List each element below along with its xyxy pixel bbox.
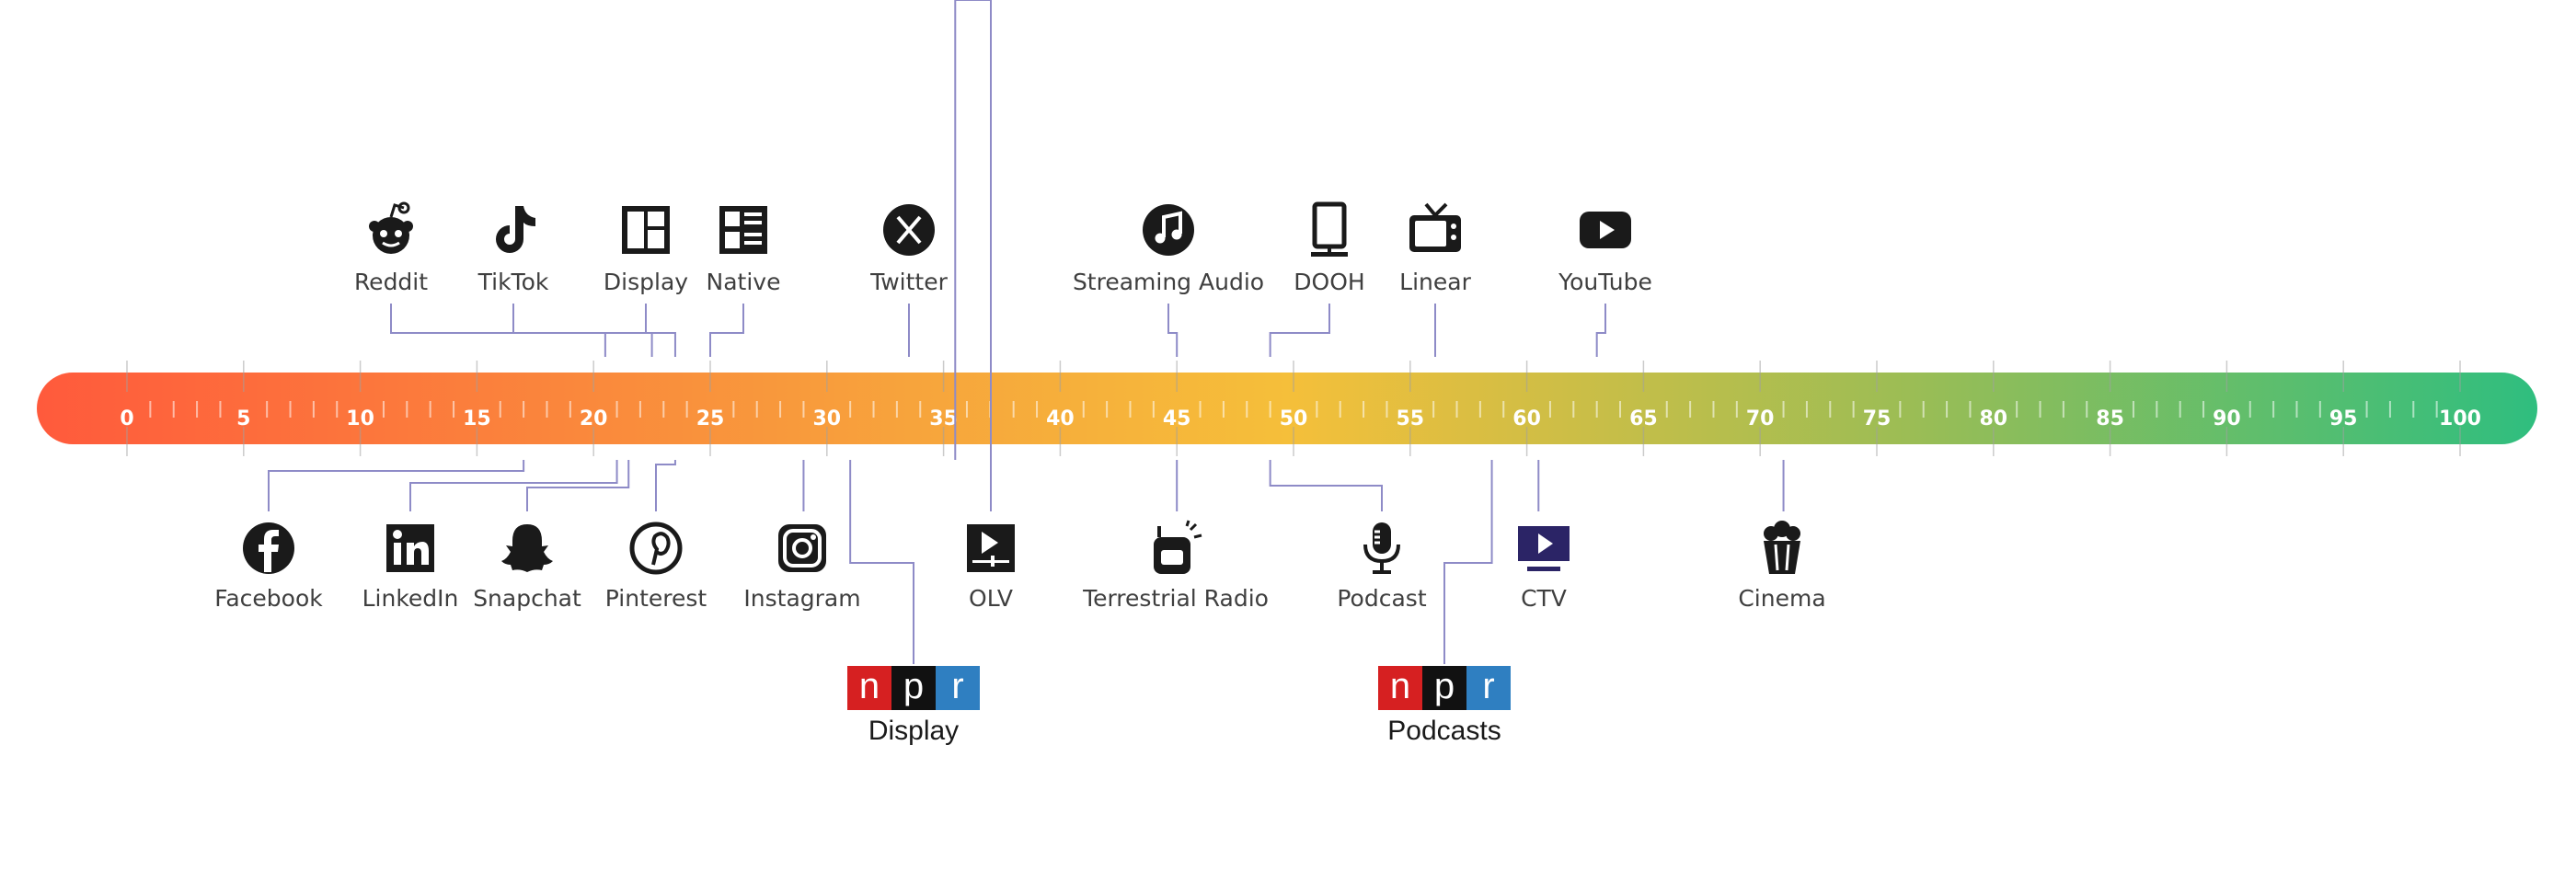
tick-label: 60 xyxy=(1512,407,1541,430)
channel-label-dooh: DOOH xyxy=(1294,269,1365,295)
tick-label: 75 xyxy=(1863,407,1892,430)
tick-label: 70 xyxy=(1746,407,1775,430)
channel-label-pinterest: Pinterest xyxy=(604,585,707,612)
tick-label: 35 xyxy=(929,407,958,430)
connector-display xyxy=(645,304,676,357)
tick-label: 50 xyxy=(1280,407,1308,430)
digital-billboard-icon xyxy=(1300,201,1359,259)
channel-label-snapchat: Snapchat xyxy=(473,585,581,612)
npr-logo-letter: r xyxy=(936,666,980,710)
connector-dooh xyxy=(1269,304,1330,357)
tick-label: 55 xyxy=(1396,407,1424,430)
channel-label-ctv: CTV xyxy=(1521,585,1567,612)
ctv-icon xyxy=(1514,519,1573,578)
channel-label-podcast: Podcast xyxy=(1337,585,1427,612)
channel-label-display: Display xyxy=(603,269,689,295)
connector-npr-display xyxy=(849,460,914,664)
popcorn-icon xyxy=(1753,519,1811,578)
pinterest-icon xyxy=(627,519,685,578)
tick-label: 65 xyxy=(1629,407,1658,430)
x-icon xyxy=(880,201,938,259)
tick-label: 5 xyxy=(236,407,250,430)
reddit-icon xyxy=(362,201,420,259)
tick-label: 45 xyxy=(1163,407,1191,430)
tick-label: 40 xyxy=(1046,407,1075,430)
facebook-icon xyxy=(239,519,298,578)
channel-label-youtube: YouTube xyxy=(1558,269,1652,295)
play-button-icon xyxy=(1576,201,1635,259)
channel-label-reddit: Reddit xyxy=(353,269,429,295)
tick-label: 95 xyxy=(2329,407,2358,430)
tick-label: 25 xyxy=(696,407,725,430)
channel-label-cinema: Cinema xyxy=(1738,585,1826,612)
connector-lines xyxy=(268,0,1785,664)
connector-reddit xyxy=(390,304,606,357)
channel-label-streaming-audio: Streaming Audio xyxy=(1072,269,1265,295)
snapchat-icon xyxy=(498,519,557,578)
npr-logo-letter: n xyxy=(1378,666,1422,710)
channel-label-linear: Linear xyxy=(1399,269,1471,295)
gradient-scale-bar xyxy=(37,373,2537,444)
connector-podcast xyxy=(1269,460,1383,511)
tick-label: 20 xyxy=(580,407,608,430)
connector-npr-podcasts xyxy=(1443,460,1493,664)
tv-icon xyxy=(1406,201,1465,259)
video-player-icon xyxy=(961,519,1020,578)
channel-label-linkedin: LinkedIn xyxy=(362,585,459,612)
channel-label-facebook: Facebook xyxy=(214,585,323,612)
tiktok-icon xyxy=(484,201,543,259)
microphone-icon xyxy=(1352,519,1411,578)
tick-label: 10 xyxy=(346,407,374,430)
connector-linkedin xyxy=(409,460,618,511)
tick-label: 85 xyxy=(2096,407,2124,430)
tick-label: 80 xyxy=(1979,407,2007,430)
connector-olv xyxy=(954,0,992,511)
channel-label-twitter: Twitter xyxy=(870,269,948,295)
npr-logo-letter: r xyxy=(1466,666,1511,710)
tick-label: 30 xyxy=(812,407,841,430)
channel-label-tiktok: TikTok xyxy=(477,269,549,295)
npr-caption-podcasts: Podcasts xyxy=(1387,716,1501,746)
connector-youtube xyxy=(1595,304,1606,357)
channel-label-instagram: Instagram xyxy=(743,585,861,612)
tick-label: 0 xyxy=(120,407,133,430)
native-icon xyxy=(714,201,773,259)
minor-ticks xyxy=(149,401,2438,418)
npr-logo-letter: n xyxy=(847,666,891,710)
channel-label-olv: OLV xyxy=(969,585,1013,612)
music-note-icon xyxy=(1139,201,1198,259)
tick-labels: 0 5 10 15 20 25 30 35 40 45 50 55 60 65 70 75 80 85 90 95 10… xyxy=(120,407,2481,430)
tick-label: 15 xyxy=(463,407,491,430)
connector-native xyxy=(709,304,744,357)
tick-label: 100 xyxy=(2439,407,2481,430)
channel-label-terrestrial-radio: Terrestrial Radio xyxy=(1083,585,1269,612)
instagram-icon xyxy=(773,519,832,578)
connector-streaming-audio xyxy=(1167,304,1179,357)
linkedin-icon xyxy=(381,519,440,578)
tick-label: 90 xyxy=(2213,407,2241,430)
connector-facebook xyxy=(268,460,525,511)
npr-logo-letter: p xyxy=(1422,666,1466,710)
connector-snapchat xyxy=(526,460,630,511)
npr-caption-display: Display xyxy=(868,716,960,746)
connector-tiktok xyxy=(512,304,653,357)
display-icon xyxy=(616,201,675,259)
radio-icon xyxy=(1146,519,1205,578)
connector-pinterest xyxy=(655,460,676,511)
channel-label-native: Native xyxy=(706,269,781,295)
npr-logo-letter: p xyxy=(891,666,936,710)
major-ticks xyxy=(126,361,2461,456)
